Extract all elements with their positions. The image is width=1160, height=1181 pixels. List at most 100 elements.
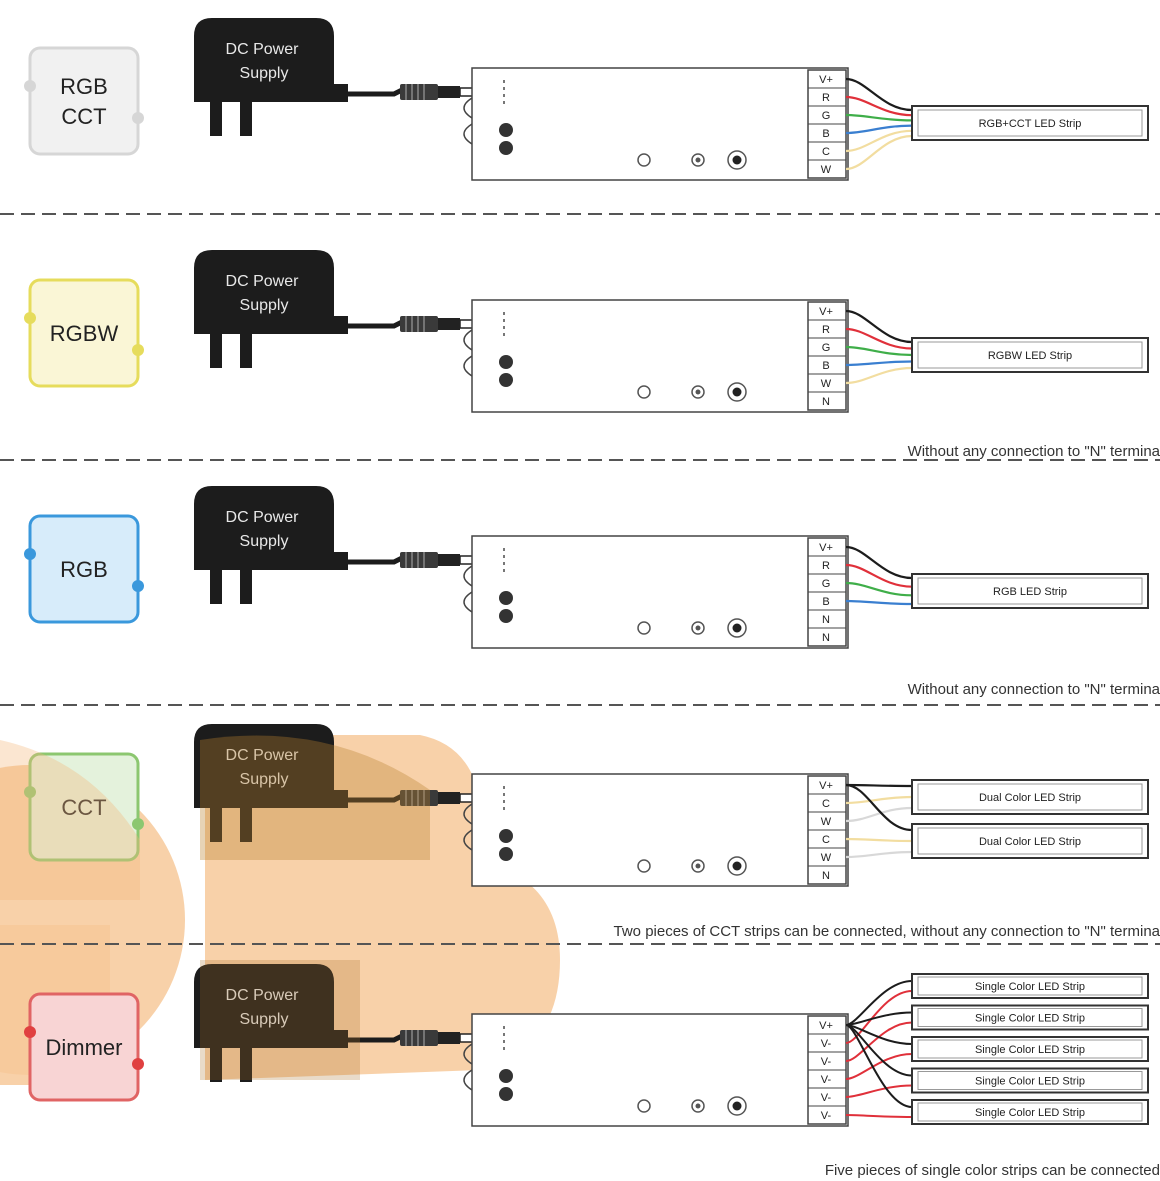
- status-led-dot: [695, 863, 701, 869]
- watermark-overlay-shape: [0, 740, 140, 900]
- mode-label: CCT: [61, 795, 106, 820]
- led-strip-box: [911, 105, 1149, 141]
- antenna-loop: [463, 565, 473, 613]
- controller-button: [499, 609, 513, 623]
- terminal-label: R: [822, 92, 830, 104]
- psu-label: DC Power: [226, 747, 300, 764]
- psu-prong: [210, 808, 222, 842]
- controller-button: [499, 591, 513, 605]
- psu-prong: [210, 1048, 222, 1082]
- wire: [845, 366, 913, 385]
- psu-label: Supply: [240, 65, 289, 82]
- wires: [845, 980, 913, 1118]
- wire: [845, 850, 913, 859]
- led-strip-box: [911, 1099, 1149, 1125]
- terminal-label: C: [822, 834, 830, 846]
- mode-label: RGBW: [50, 321, 119, 346]
- led-strip-box: [911, 1036, 1149, 1062]
- wires: [845, 545, 913, 606]
- terminal-label: C: [822, 146, 830, 158]
- dc-plug-tip: [438, 792, 460, 804]
- terminal-label: N: [822, 632, 830, 644]
- controller-button: [499, 829, 513, 843]
- wires: [845, 77, 913, 171]
- terminal-label: G: [822, 578, 831, 590]
- psu-prong: [240, 102, 252, 136]
- psu-prong: [210, 102, 222, 136]
- led-strip-label: Single Color LED Strip: [975, 1076, 1085, 1088]
- badge-dot-right: [132, 580, 144, 592]
- wire: [845, 134, 913, 171]
- wire: [845, 1114, 913, 1118]
- controller-outline: [471, 1013, 849, 1127]
- led-strip-label: Dual Color LED Strip: [979, 836, 1081, 848]
- status-led-dot: [732, 1101, 742, 1111]
- watermark-overlay: [0, 735, 430, 1080]
- wire: [845, 124, 913, 135]
- terminal-label: B: [822, 360, 829, 372]
- terminal-label: V+: [819, 74, 833, 86]
- psu-label: DC Power: [226, 273, 300, 290]
- strips: RGB LED Strip: [911, 573, 1149, 609]
- dc-plug-tip: [438, 318, 460, 330]
- status-led-dot: [695, 625, 701, 631]
- led-strip-label: Single Color LED Strip: [975, 1044, 1085, 1056]
- terminal-label: V-: [821, 1038, 832, 1050]
- status-led: [637, 1099, 651, 1113]
- antenna-loop: [463, 97, 473, 145]
- terminal-label: V-: [821, 1110, 832, 1122]
- status-led-dot: [695, 389, 701, 395]
- led-strip-inner: [917, 976, 1143, 996]
- psu-cable: [348, 793, 404, 803]
- dc-plug: [400, 1030, 438, 1046]
- status-led: [637, 859, 651, 873]
- terminal-label: V-: [821, 1074, 832, 1086]
- controller-outline: [471, 773, 849, 887]
- controller-button: [499, 1069, 513, 1083]
- terminal-label: V+: [819, 306, 833, 318]
- terminal-label: B: [822, 128, 829, 140]
- badge-dot-left: [24, 80, 36, 92]
- status-led: [637, 621, 651, 635]
- wire: [845, 345, 913, 357]
- led-strip: Single Color LED Strip: [911, 1036, 1149, 1062]
- wires: [845, 309, 913, 385]
- wire: [845, 309, 913, 344]
- wire: [845, 327, 913, 350]
- led-strip-box: [911, 573, 1149, 609]
- terminal-label: V+: [819, 1020, 833, 1032]
- psu-cable: [348, 555, 404, 565]
- section-note: Without any connection to "N" termina: [908, 681, 1160, 698]
- psu-body: [194, 486, 348, 570]
- controller-outline: [471, 299, 849, 413]
- wire: [845, 1084, 913, 1098]
- badge-dot-left: [24, 1026, 36, 1038]
- badge-box: [28, 46, 140, 156]
- psu-label: Supply: [240, 533, 289, 550]
- led-strip-box: [911, 1067, 1149, 1094]
- controller-outline: [471, 535, 849, 649]
- psu-prong: [210, 570, 222, 604]
- wire: [845, 806, 913, 823]
- led-strip-inner: [917, 1039, 1143, 1059]
- wire: [845, 581, 913, 597]
- controller-button: [499, 355, 513, 369]
- wire: [845, 1024, 913, 1077]
- led-strip-label: Single Color LED Strip: [975, 1013, 1085, 1025]
- watermark-overlay-shape: [200, 735, 430, 860]
- wire: [845, 783, 913, 832]
- psu-label: DC Power: [226, 987, 300, 1004]
- status-led-dot: [732, 623, 742, 633]
- antenna-loop: [463, 1043, 473, 1091]
- wire: [845, 1024, 913, 1108]
- badge-box: [28, 278, 140, 388]
- wire: [845, 795, 913, 805]
- terminal-label: W: [821, 816, 832, 828]
- status-led-dot: [732, 155, 742, 165]
